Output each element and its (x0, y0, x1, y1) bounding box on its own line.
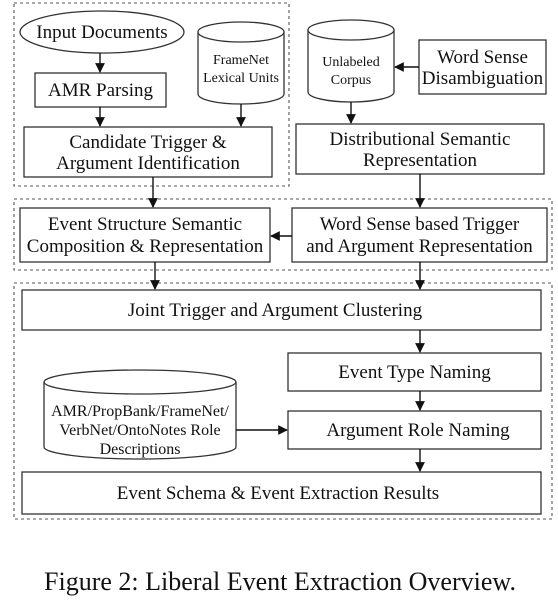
framenet-label-line1: FrameNet (213, 53, 269, 68)
resources-label-line3: Descriptions (100, 441, 181, 458)
figure-caption: Figure 2: Liberal Event Extraction Overv… (44, 567, 516, 596)
dsr-label-line1: Distributional Semantic (329, 129, 510, 150)
resources-label-line2: VerbNet/OntoNotes Role (59, 422, 220, 439)
corpus-label-line2: Corpus (331, 73, 371, 88)
corpus-label-line1: Unlabeled (322, 55, 380, 70)
joint-clustering-node: Joint Trigger and Argument Clustering (21, 289, 542, 331)
word-sense-rep-label-line2: and Argument Representation (306, 236, 533, 257)
input-processing-group (13, 2, 290, 187)
event-type-naming-node: Event Type Naming (287, 352, 542, 392)
event-structure-label-line2: Composition & Representation (27, 236, 264, 257)
candidate-identification-node: Candidate Trigger & Argument Identificat… (23, 126, 273, 178)
word-sense-disambiguation-node: Word Sense Disambiguation (418, 39, 547, 95)
role-descriptions-store: AMR/PropBank/FrameNet/ VerbNet/OntoNotes… (43, 369, 237, 460)
argument-role-naming-node: Argument Role Naming (287, 410, 542, 450)
clustering-naming-group (13, 282, 553, 520)
unlabeled-corpus-store: Unlabeled Corpus (307, 19, 395, 103)
amr-parsing-node: AMR Parsing (34, 72, 167, 108)
argument-role-naming-label: Argument Role Naming (326, 420, 510, 441)
event-structure-node: Event Structure Semantic Composition & R… (19, 207, 271, 263)
wsd-label-line2: Disambiguation (422, 68, 544, 89)
event-structure-label-line1: Event Structure Semantic (48, 214, 242, 235)
resources-label-line1: AMR/PropBank/FrameNet/ (51, 403, 229, 420)
input-documents-label: Input Documents (36, 22, 167, 43)
framenet-lexical-units-store: FrameNet Lexical Units (197, 21, 285, 105)
dsr-label-line2: Representation (363, 150, 477, 171)
results-label: Event Schema & Event Extraction Results (117, 483, 439, 504)
word-sense-rep-label-line1: Word Sense based Trigger (320, 214, 520, 235)
representation-group (13, 198, 553, 271)
amr-parsing-label: AMR Parsing (48, 80, 154, 101)
candidate-label-line1: Candidate Trigger & (69, 132, 226, 153)
wsd-label-line1: Word Sense (437, 47, 528, 68)
framenet-label-line2: Lexical Units (203, 71, 279, 86)
event-type-naming-label: Event Type Naming (338, 362, 491, 383)
results-node: Event Schema & Event Extraction Results (21, 471, 542, 515)
input-documents-node: Input Documents (19, 10, 185, 54)
distributional-semantic-node: Distributional Semantic Representation (295, 123, 545, 175)
joint-clustering-label: Joint Trigger and Argument Clustering (128, 300, 423, 321)
word-sense-representation-node: Word Sense based Trigger and Argument Re… (291, 207, 548, 263)
candidate-label-line2: Argument Identification (56, 153, 240, 174)
